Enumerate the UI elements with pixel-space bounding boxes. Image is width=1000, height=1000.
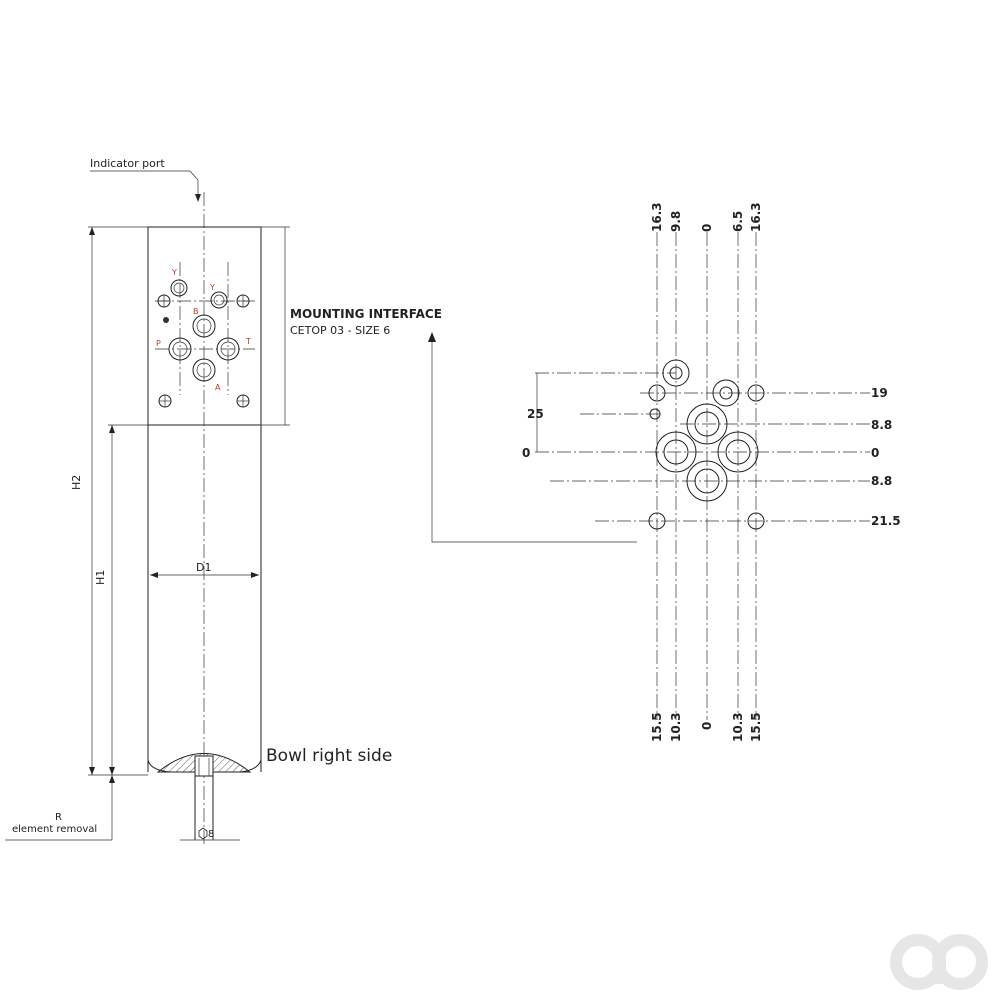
d1-label: D1 — [196, 561, 211, 574]
dim-left-0: 0 — [522, 446, 530, 460]
mounting-interface-label: MOUNTING INTERFACE — [290, 307, 442, 321]
dim-bottom-3: 0 — [700, 722, 714, 730]
dim-bottom-2: 10.3 — [669, 712, 683, 742]
port-b-label: B — [193, 307, 199, 316]
r-label: R — [55, 812, 62, 823]
port-y1-hole — [662, 359, 690, 387]
indicator-port-label: Indicator port — [90, 157, 165, 170]
dim-top-3: 0 — [700, 224, 714, 232]
h1-label: H1 — [94, 570, 107, 585]
dim-bottom-4: 10.3 — [731, 712, 745, 742]
dim-right-5: 21.5 — [871, 514, 901, 528]
filter-elevation: Indicator port 8 Bowl right side — [5, 157, 392, 845]
dim-left-25: 25 — [527, 407, 544, 421]
indicator-port-arrow — [195, 194, 201, 202]
cetop-label: CETOP 03 - SIZE 6 — [290, 324, 390, 337]
bolt-hole-bl — [648, 512, 666, 530]
brand-logo-icon — [890, 934, 988, 990]
mounting-interface-leader — [431, 340, 637, 543]
dim-bottom-1: 15.5 — [650, 712, 664, 742]
head-port-pattern — [155, 262, 255, 408]
mounting-interface-arrow — [428, 332, 436, 342]
dim-top-4: 6.5 — [731, 211, 745, 232]
bolt-hole-br — [747, 512, 765, 530]
port-a-hole — [686, 460, 728, 502]
hex-icon — [198, 827, 208, 840]
dim-top-2: 9.8 — [669, 211, 683, 232]
drain-plug-recess — [194, 755, 214, 777]
dim-top-1: 16.3 — [650, 202, 664, 232]
cetop-interface-drawing: 16.3 9.8 0 6.5 16.3 15.5 10.3 0 10.3 15.… — [522, 202, 901, 742]
port-p-hole — [655, 431, 697, 473]
dim-right-1: 19 — [871, 386, 888, 400]
port-a-label: A — [215, 383, 221, 392]
bolt-hole-tr — [747, 384, 765, 402]
dim-top-5: 16.3 — [749, 202, 763, 232]
port-p-label: P — [156, 339, 161, 348]
port-y2-label: Y — [209, 283, 215, 292]
indicator-port-leader — [90, 170, 199, 200]
port-y1-label: Y — [171, 268, 177, 277]
bowl-right-side-label: Bowl right side — [266, 746, 392, 766]
port-t-label: T — [245, 337, 251, 346]
dim-right-3: 0 — [871, 446, 879, 460]
mounting-interface-callout: MOUNTING INTERFACE CETOP 03 - SIZE 6 — [290, 307, 637, 543]
element-removal-label: element removal — [12, 824, 97, 835]
locating-pin — [649, 408, 661, 420]
port-b-hole — [686, 403, 728, 445]
dim-right-2: 8.8 — [871, 418, 892, 432]
dim-bottom-5: 15.5 — [749, 712, 763, 742]
h2-label: H2 — [70, 475, 83, 490]
hex-size-label: 8 — [208, 829, 214, 840]
filter-head-block — [147, 226, 262, 426]
bolt-hole-tl — [648, 384, 666, 402]
port-t-hole — [717, 431, 759, 473]
dim-right-4: 8.8 — [871, 474, 892, 488]
port-y2-hole — [712, 379, 740, 407]
